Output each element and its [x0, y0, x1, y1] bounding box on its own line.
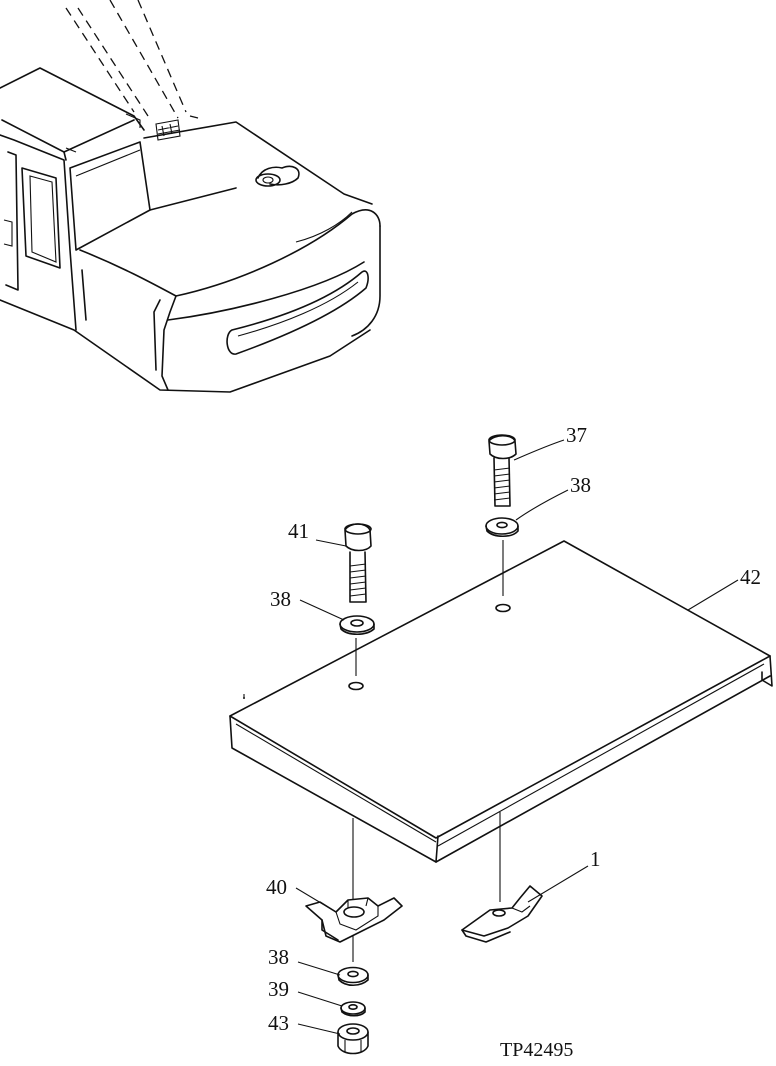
stray-dot: [243, 697, 245, 699]
cover-plate-42: [229, 540, 773, 863]
callout-1: 1: [590, 847, 601, 871]
nut-43: [337, 1023, 369, 1055]
plate-part-1: [461, 885, 543, 943]
lock-washer-39: [340, 1001, 366, 1017]
callout-42: 42: [740, 565, 761, 589]
washer-38-bottom: [337, 966, 369, 987]
callout-41: 41: [288, 519, 309, 543]
washer-38-top-left: [339, 615, 375, 636]
callout-37: 37: [566, 423, 587, 447]
callout-43: 43: [268, 1011, 289, 1035]
callout-40: 40: [266, 875, 287, 899]
cap-screw-37: [488, 434, 517, 507]
washer-38-top-right: [485, 517, 519, 538]
callout-38-top-right: 38: [570, 473, 591, 497]
cap-screw-41: [344, 523, 372, 603]
bracket-40: [305, 897, 403, 943]
leader-lines: [295, 439, 739, 1035]
figure-code: TP42495: [500, 1039, 573, 1061]
excavator-upper-structure: [0, 0, 381, 393]
callout-38-top-left: 38: [270, 587, 291, 611]
callout-38-bottom: 38: [268, 945, 289, 969]
callout-39: 39: [268, 977, 289, 1001]
